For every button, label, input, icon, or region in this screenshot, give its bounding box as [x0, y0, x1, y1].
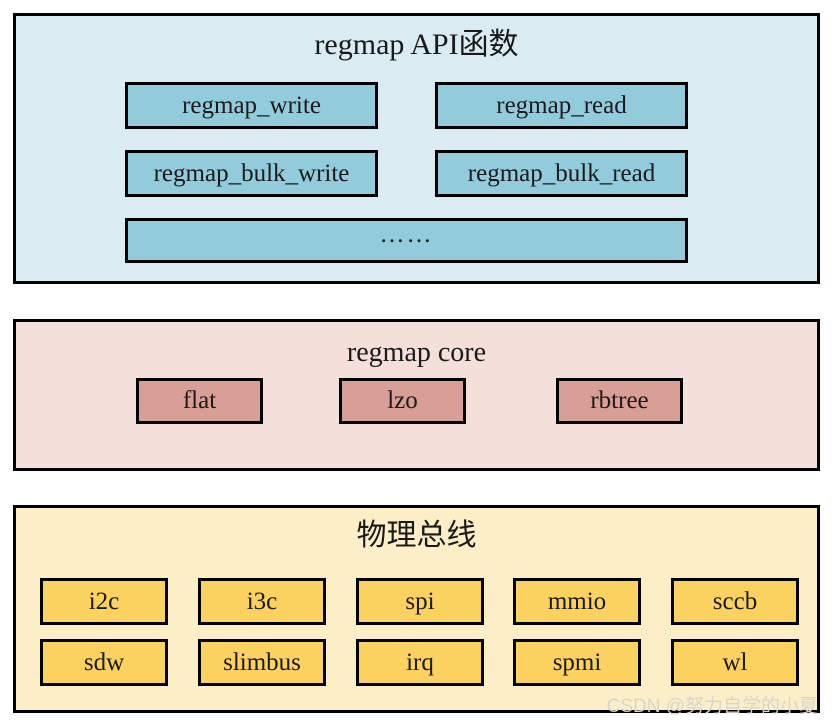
- bus-box-wl: wl: [671, 639, 799, 686]
- ellipsis-label: ……: [379, 220, 434, 248]
- bus-box-spmi: spmi: [513, 639, 641, 686]
- api-box-regmap-read: regmap_read: [435, 82, 688, 129]
- bus-box-sdw: sdw: [40, 639, 168, 686]
- layer-panel-core: regmap core flat lzo rbtree: [13, 319, 820, 471]
- layer-panel-api: regmap API函数 regmap_write regmap_read re…: [13, 13, 820, 284]
- bus-box-i2c: i2c: [40, 578, 168, 625]
- layer-title-core: regmap core: [346, 337, 487, 368]
- bus-box-i3c: i3c: [198, 578, 326, 625]
- api-box-regmap-bulk-read: regmap_bulk_read: [435, 150, 688, 197]
- bus-box-mmio: mmio: [513, 578, 641, 625]
- layer-panel-bus: 物理总线 i2c i3c spi mmio sccb sdw slimbus i…: [13, 505, 820, 713]
- api-box-regmap-bulk-write: regmap_bulk_write: [125, 150, 378, 197]
- bus-box-spi: spi: [356, 578, 484, 625]
- api-box-regmap-write: regmap_write: [125, 82, 378, 129]
- api-box-more: ……: [125, 218, 688, 263]
- layer-title-api: regmap API函数: [314, 28, 519, 61]
- layer-title-bus: 物理总线: [356, 519, 477, 552]
- core-box-flat: flat: [136, 378, 263, 424]
- core-box-rbtree: rbtree: [556, 378, 683, 424]
- bus-box-sccb: sccb: [671, 578, 799, 625]
- bus-box-irq: irq: [356, 639, 484, 686]
- bus-box-slimbus: slimbus: [198, 639, 326, 686]
- core-box-lzo: lzo: [339, 378, 466, 424]
